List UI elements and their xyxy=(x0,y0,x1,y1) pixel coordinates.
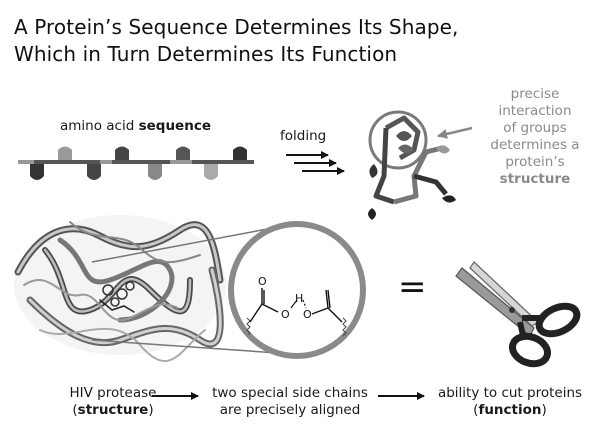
sequence-label-bold: sequence xyxy=(138,118,211,134)
sequence-label: amino acid sequence xyxy=(60,118,211,135)
interaction-caption: precise interaction of groups determines… xyxy=(470,86,600,188)
equals-sign: = xyxy=(398,267,427,307)
interaction-line-1: precise xyxy=(510,86,560,102)
oxygen-atom-2: O xyxy=(281,308,290,321)
folding-arrows-icon xyxy=(286,151,345,175)
side-chains-up xyxy=(58,146,247,160)
structure-bold: structure xyxy=(77,402,149,418)
title-line-2: Which in Turn Determines Its Function xyxy=(14,42,398,66)
alignment-line-2: are precisely aligned xyxy=(219,402,361,418)
scissors-icon xyxy=(455,261,581,368)
structure-close-paren: ) xyxy=(148,402,154,418)
interaction-line-2: interaction xyxy=(498,103,572,119)
sequence-label-prefix: amino acid xyxy=(60,118,139,134)
structure-open-paren: ( xyxy=(72,402,78,418)
title-line-1: A Protein’s Sequence Determines Its Shap… xyxy=(14,15,459,39)
ribbon-protein-image xyxy=(14,215,226,363)
magnifier-circle-icon xyxy=(228,221,366,359)
hydrogen-bond-2 xyxy=(302,299,307,309)
bottom-label-function: ability to cut proteins (function) xyxy=(425,385,595,419)
interaction-line-6: structure xyxy=(499,171,571,187)
magnifier-zoom-lines xyxy=(91,226,279,354)
interaction-line-3: of groups xyxy=(503,120,567,136)
folding-label: folding xyxy=(280,128,327,144)
interaction-line-5: protein’s xyxy=(505,154,565,170)
structure-line-1: HIV protease xyxy=(69,385,157,401)
alignment-line-1: two special side chains xyxy=(212,385,368,401)
bottom-label-alignment: two special side chains are precisely al… xyxy=(205,385,375,419)
pointer-arrow-icon xyxy=(437,126,473,139)
function-open-paren: ( xyxy=(473,402,479,418)
oxygen-atom-3: O xyxy=(303,308,312,321)
function-line-1: ability to cut proteins xyxy=(437,385,583,401)
function-bold: function xyxy=(478,402,542,418)
hydrogen-atom: H xyxy=(295,292,303,305)
function-close-paren: ) xyxy=(541,402,547,418)
oxygen-atom-1: O xyxy=(258,275,267,288)
hydrogen-bond xyxy=(290,299,298,309)
page-title: A Protein’s Sequence Determines Its Shap… xyxy=(14,14,459,68)
folded-protein-icon xyxy=(368,110,456,220)
interaction-line-4: determines a xyxy=(490,137,580,153)
bottom-label-structure: HIV protease (structure) xyxy=(48,385,178,419)
side-chains-down xyxy=(30,164,218,180)
amino-acid-chain xyxy=(18,146,254,180)
